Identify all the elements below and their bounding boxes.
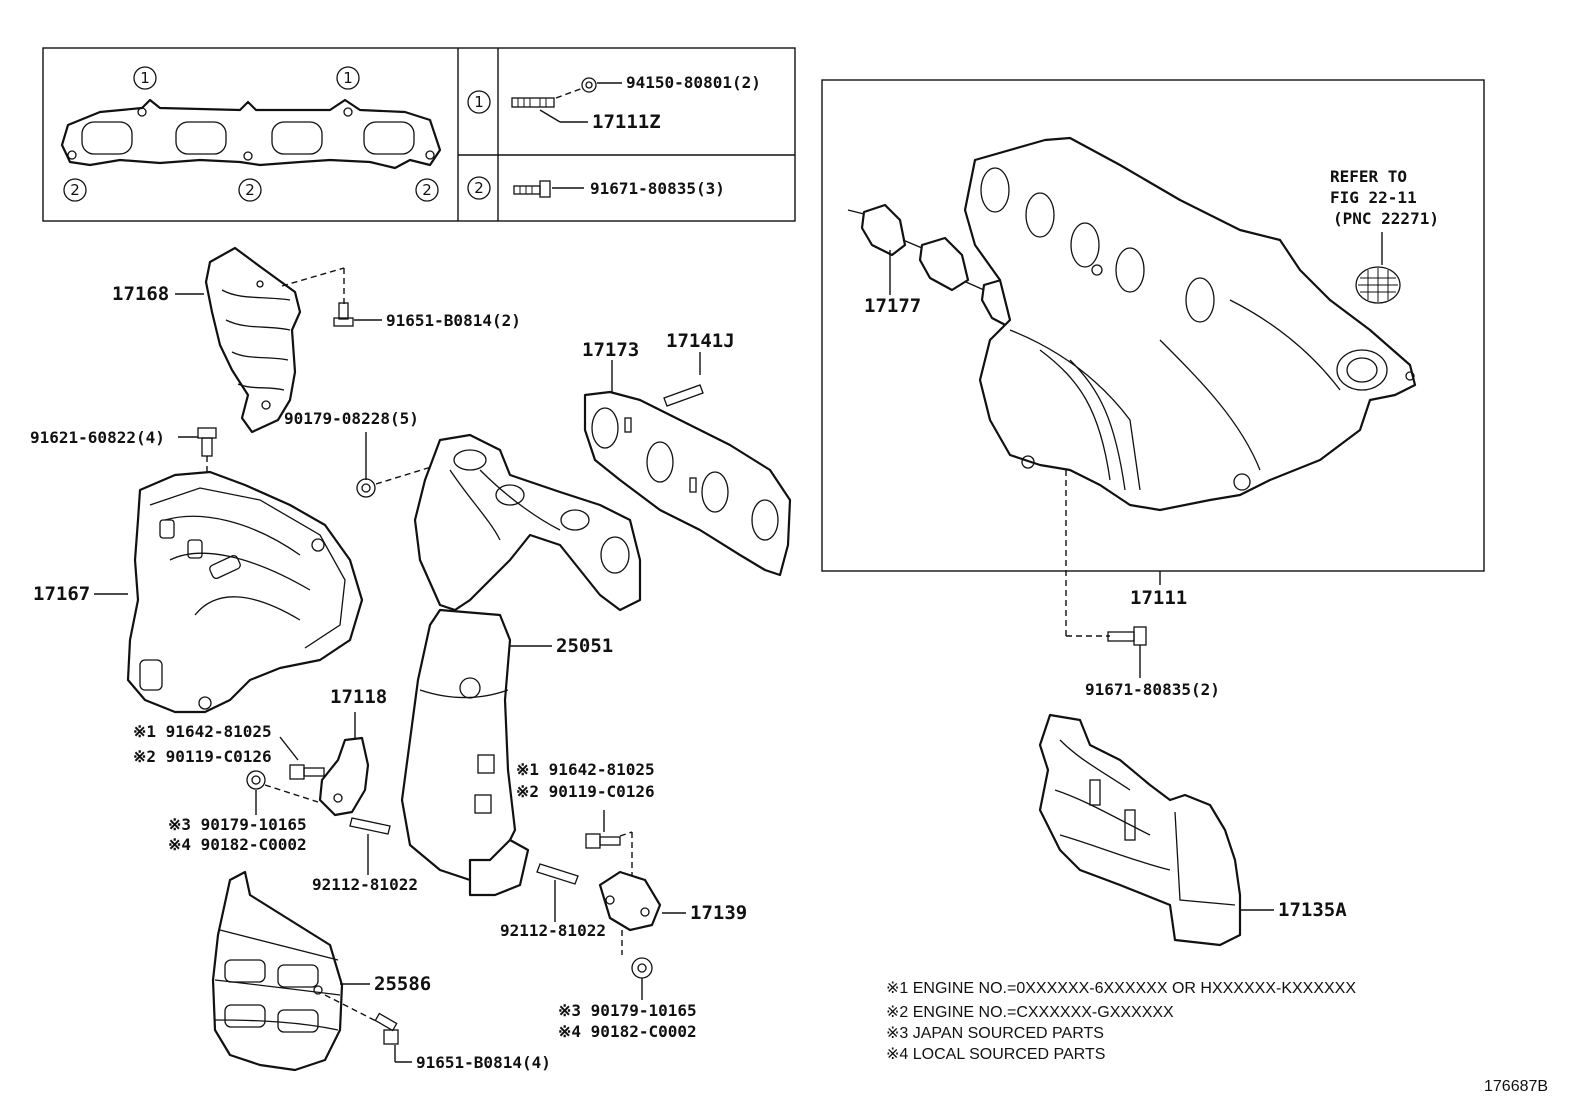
bolt-icon <box>289 764 325 780</box>
inset-nut-part-number: 94150-80801(2) <box>626 73 761 92</box>
footnote-1: ※1 ENGINE NO.=0XXXXXX-6XXXXXX OR HXXXXXX… <box>886 980 1356 997</box>
footnote-4: ※4 LOCAL SOURCED PARTS <box>886 1046 1105 1063</box>
label-17118: 17118 <box>330 686 387 708</box>
label-91621: 91621-60822(4) <box>30 428 165 447</box>
svg-text:2: 2 <box>474 179 484 197</box>
heat-insulator-25586 <box>211 870 344 1072</box>
label-92112-b: 92112-81022 <box>500 921 606 940</box>
right-note-1: ※1 91642-81025 <box>516 760 655 779</box>
nut-icon <box>356 478 376 498</box>
label-17168: 17168 <box>112 283 169 305</box>
inset-marker-bottom-2: 2 <box>238 178 262 202</box>
inset-marker-top-2: 1 <box>336 66 360 90</box>
inset-box <box>42 47 796 222</box>
exhaust-manifold-25051 <box>400 433 642 897</box>
inset-marker-top-1: 1 <box>133 66 157 90</box>
nut-icon <box>246 770 266 790</box>
right-note-3: ※3 90179-10165 <box>558 1001 697 1020</box>
refer-line-3: (PNC 22271) <box>1333 209 1439 228</box>
label-17135A: 17135A <box>1278 899 1347 921</box>
left-note-2: ※2 90119-C0126 <box>133 747 272 766</box>
figure-id: 176687B <box>1484 1078 1548 1095</box>
inset-marker-bottom-1: 2 <box>63 178 87 202</box>
mesh-gasket-icon <box>1355 266 1401 304</box>
right-note-4: ※4 90182-C0002 <box>558 1022 697 1041</box>
stud-icon <box>663 384 704 407</box>
label-25051: 25051 <box>556 635 613 657</box>
left-note-1: ※1 91642-81025 <box>133 722 272 741</box>
nut-icon <box>631 957 653 979</box>
label-17111: 17111 <box>1130 587 1187 609</box>
label-91651-bottom: 91651-B0814(4) <box>416 1053 551 1072</box>
label-17139: 17139 <box>690 902 747 924</box>
svg-text:1: 1 <box>140 69 150 87</box>
label-91671-bottom: 91671-80835(2) <box>1085 680 1220 699</box>
label-17173: 17173 <box>582 339 639 361</box>
bolt-icon <box>1107 626 1147 646</box>
label-17141J: 17141J <box>666 330 735 352</box>
svg-text:1: 1 <box>474 93 484 111</box>
stud-icon <box>511 97 555 108</box>
intake-manifold-17111 <box>963 136 1417 512</box>
bracket-17139 <box>598 870 662 932</box>
exhaust-gasket-17173 <box>583 390 792 577</box>
label-17167: 17167 <box>33 583 90 605</box>
svg-text:2: 2 <box>70 181 80 199</box>
inset-stud-part-number: 17111Z <box>592 111 661 133</box>
insulator-17135A <box>1038 713 1242 947</box>
inset-bolt-part-number: 91671-80835(3) <box>590 179 725 198</box>
inset-row-1-marker: 1 <box>467 90 491 114</box>
svg-text:2: 2 <box>422 181 432 199</box>
svg-text:2: 2 <box>245 181 255 199</box>
inset-row-2-marker: 2 <box>467 176 491 200</box>
footnote-2: ※2 ENGINE NO.=CXXXXXX-GXXXXXX <box>886 1004 1174 1021</box>
heat-insulator-17167 <box>126 470 364 714</box>
label-90179-08228: 90179-08228(5) <box>284 409 419 428</box>
stud-icon <box>349 817 391 835</box>
stud-icon <box>536 863 579 885</box>
footnote-3: ※3 JAPAN SOURCED PARTS <box>886 1025 1104 1042</box>
bolt-icon <box>333 302 354 327</box>
heat-insulator-17168 <box>204 246 302 434</box>
right-note-2: ※2 90119-C0126 <box>516 782 655 801</box>
label-17177: 17177 <box>864 295 921 317</box>
bolt-icon <box>513 180 551 198</box>
bolt-icon <box>374 1012 399 1045</box>
refer-line-1: REFER TO <box>1330 167 1407 186</box>
exhaust-gasket-inset <box>60 98 442 170</box>
refer-line-2: FIG 22-11 <box>1330 188 1417 207</box>
nut-icon <box>581 77 597 93</box>
bracket-17118 <box>318 736 370 817</box>
left-note-4: ※4 90182-C0002 <box>168 835 307 854</box>
bolt-icon <box>585 833 621 849</box>
label-91651-top: 91651-B0814(2) <box>386 311 521 330</box>
label-92112-a: 92112-81022 <box>312 875 418 894</box>
bolt-icon <box>197 427 217 457</box>
inset-marker-bottom-3: 2 <box>415 178 439 202</box>
label-25586: 25586 <box>374 973 431 995</box>
svg-text:1: 1 <box>343 69 353 87</box>
intake-manifold-box <box>821 79 1485 572</box>
left-note-3: ※3 90179-10165 <box>168 815 307 834</box>
